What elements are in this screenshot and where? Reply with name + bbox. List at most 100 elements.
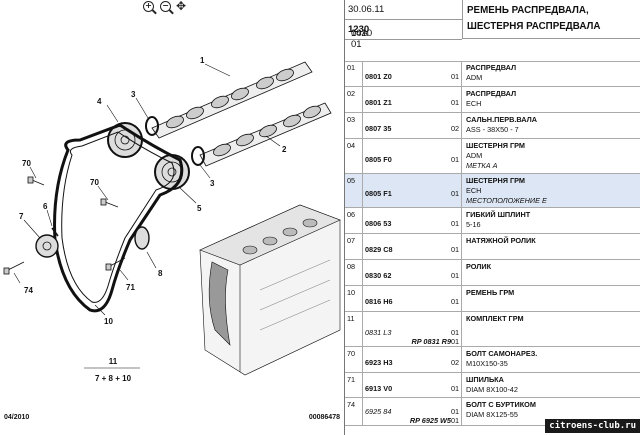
row-index: 11 xyxy=(345,312,363,346)
diagram-drawing: 1 2 3 3 4 5 6 7 8 10 70 70 71 74 11 7 + … xyxy=(3,56,341,383)
part-name: РАСПРЕДВАЛ xyxy=(466,89,517,98)
part-code[interactable]: 0829 C8 xyxy=(365,245,393,254)
part-code[interactable]: 0816 H6 xyxy=(365,297,393,306)
quantity: 01 xyxy=(451,384,460,393)
callout-label: 8 xyxy=(158,269,163,278)
row-description: РЕМЕНЬ ГРМ xyxy=(462,286,640,311)
part-code-alt[interactable]: 0831 L3 xyxy=(365,328,392,337)
tensioner-7 xyxy=(35,234,59,258)
part-name: ГИБКИЙ ШПЛИНТ xyxy=(466,210,531,219)
quantity: 01 xyxy=(451,297,460,306)
row-index: 71 xyxy=(345,373,363,397)
callout-label: 1 xyxy=(200,56,205,65)
title-line-1: РЕМЕНЬ РАСПРЕДВАЛА, xyxy=(467,5,589,16)
row-index: 06 xyxy=(345,208,363,233)
row-reference: 0805 F1 xyxy=(363,174,451,207)
header-date: 30.06.11 xyxy=(345,0,462,20)
part-name: РОЛИК xyxy=(466,262,492,271)
row-reference: 0830 62 xyxy=(363,260,451,285)
part-code-alt[interactable]: 6925 84 xyxy=(365,407,392,416)
callout-label: 74 xyxy=(24,286,33,295)
quantity: 01 xyxy=(451,219,460,228)
part-name: РЕМЕНЬ ГРМ xyxy=(466,288,515,297)
callout-label: 70 xyxy=(22,159,31,168)
part-spec: ECH xyxy=(466,99,482,108)
zoom-out-icon[interactable]: − xyxy=(160,1,171,12)
part-note: МЕТКА А xyxy=(466,161,498,170)
kit-number: 11 xyxy=(109,357,118,366)
row-index: 70 xyxy=(345,347,363,372)
row-reference: 0806 53 xyxy=(363,208,451,233)
callout-label: 7 xyxy=(19,212,24,221)
callout-label: 5 xyxy=(197,204,202,213)
code-suffix: 10A xyxy=(351,28,368,39)
diagram-toolbar: + − ✥ xyxy=(0,0,344,15)
code-prefix: 0410 01 xyxy=(351,28,373,50)
row-index: 05 xyxy=(345,174,363,207)
part-spec: ADM xyxy=(466,73,483,82)
exploded-diagram-panel: + − ✥ xyxy=(0,0,345,435)
row-reference: 0831 L3 RP 0831 R9 xyxy=(363,312,451,346)
bolt-71 xyxy=(105,257,126,271)
quantity: 01 xyxy=(451,271,460,280)
bolt-70-a xyxy=(27,176,45,186)
roller-8 xyxy=(134,226,150,250)
part-code[interactable]: 6923 H3 xyxy=(365,358,393,367)
part-code[interactable]: 6913 V0 xyxy=(365,384,393,393)
part-note: МЕСТОПОЛОЖЕНИЕ Е xyxy=(466,196,547,205)
row-quantity: 01 xyxy=(451,373,462,397)
row-description: КОМПЛЕКТ ГРМ xyxy=(462,312,640,346)
replacement-code[interactable]: RP 6925 W5 xyxy=(409,416,451,425)
replacement-code[interactable]: RP 0831 R9 xyxy=(411,337,451,346)
bolt-70-b xyxy=(100,198,119,208)
callout-label: 70 xyxy=(90,178,99,187)
part-name: САЛЬН.ПЕРВ.ВАЛА xyxy=(466,115,538,124)
title-line-2: ШЕСТЕРНЯ РАСПРЕДВАЛА xyxy=(467,21,601,32)
part-code[interactable]: 0807 35 xyxy=(365,124,392,133)
part-code[interactable]: 0801 Z0 xyxy=(365,72,392,81)
callout-label: 71 xyxy=(126,283,135,292)
part-code[interactable]: 0805 F1 xyxy=(365,189,392,198)
header-spacer xyxy=(345,39,640,62)
part-code[interactable]: 0830 62 xyxy=(365,271,392,280)
row-description: БОЛТ САМОНАРЕЗ.M10X150-35 xyxy=(462,347,640,372)
quantity: 01 xyxy=(451,98,460,107)
quantity: 01 xyxy=(451,416,460,425)
callout-labels: 1 2 3 3 4 5 6 7 8 10 70 70 71 74 11 7 + … xyxy=(19,56,287,383)
row-reference: 0801 Z0 xyxy=(363,61,451,86)
row-quantity: 01 xyxy=(451,208,462,233)
part-code[interactable]: 0806 53 xyxy=(365,219,392,228)
part-spec: ASS - 38X50 - 7 xyxy=(466,125,519,134)
row-quantity: 01 xyxy=(451,286,462,311)
callout-label: 4 xyxy=(97,97,102,106)
quantity: 02 xyxy=(451,124,460,133)
seal-3-lower xyxy=(191,146,205,166)
pan-icon[interactable]: ✥ xyxy=(176,0,187,13)
row-quantity: 01 xyxy=(451,260,462,285)
row-index: 08 xyxy=(345,260,363,285)
zoom-in-icon[interactable]: + xyxy=(143,1,154,12)
part-code[interactable]: 0801 Z1 xyxy=(365,98,392,107)
part-code[interactable]: 0805 F0 xyxy=(365,155,392,164)
edition-date: 04/2010 xyxy=(4,414,30,421)
